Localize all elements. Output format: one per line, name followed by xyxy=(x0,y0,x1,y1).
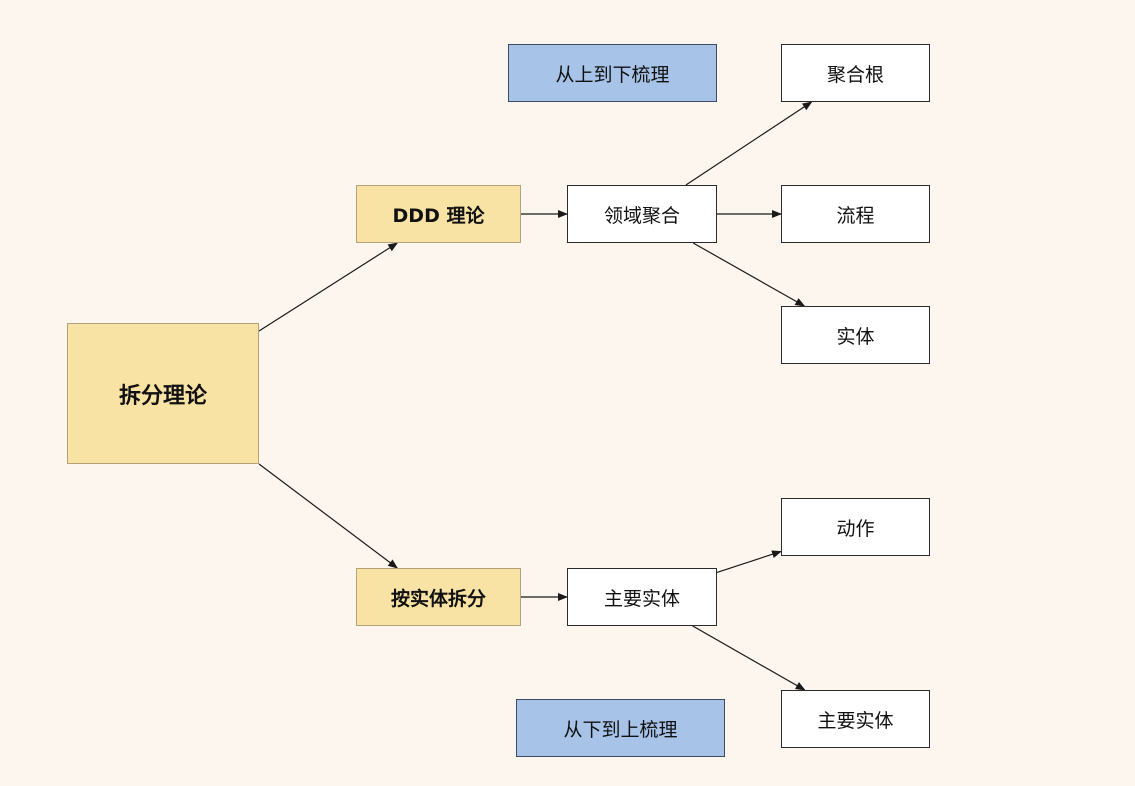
edge-domain_aggregate-to-aggregate_root xyxy=(685,101,813,186)
note-top-down: 从上到下梳理 xyxy=(508,44,717,102)
edge-main_entity-to-action xyxy=(716,550,782,573)
node-main-entity: 主要实体 xyxy=(567,568,717,626)
edge-root-to-entity_split xyxy=(258,463,399,569)
node-root: 拆分理论 xyxy=(67,323,259,464)
note-bottom-up: 从下到上梳理 xyxy=(516,699,725,757)
node-aggregate-root: 聚合根 xyxy=(781,44,930,102)
node-main-entity-2: 主要实体 xyxy=(781,690,930,748)
edge-main_entity-to-main_entity_2 xyxy=(692,625,806,691)
node-action: 动作 xyxy=(781,498,930,556)
node-entity-split: 按实体拆分 xyxy=(356,568,521,626)
node-entity: 实体 xyxy=(781,306,930,364)
edge-domain_aggregate-to-entity xyxy=(692,242,806,307)
node-domain-aggregate: 领域聚合 xyxy=(567,185,717,243)
edge-root-to-ddd xyxy=(258,242,399,332)
node-ddd-theory: DDD 理论 xyxy=(356,185,521,243)
node-process: 流程 xyxy=(781,185,930,243)
